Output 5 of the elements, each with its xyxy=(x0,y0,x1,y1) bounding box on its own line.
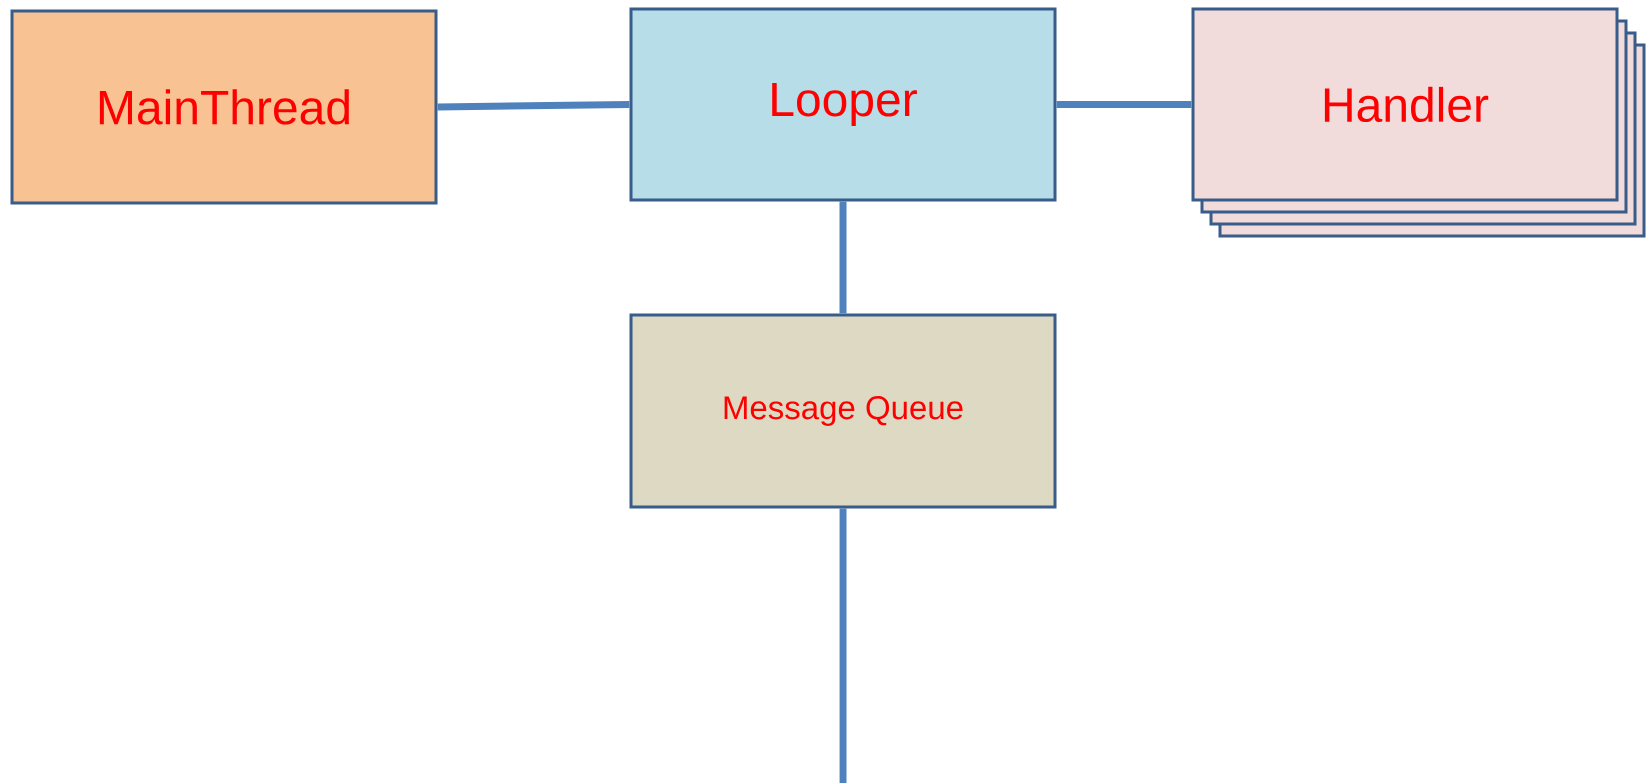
stacked-box: Handler xyxy=(1191,7,1646,238)
process-box: Looper xyxy=(629,7,1057,202)
connector-line xyxy=(839,201,847,314)
process-box: Message Queue xyxy=(629,313,1057,509)
process-box: MainThread xyxy=(10,9,438,205)
